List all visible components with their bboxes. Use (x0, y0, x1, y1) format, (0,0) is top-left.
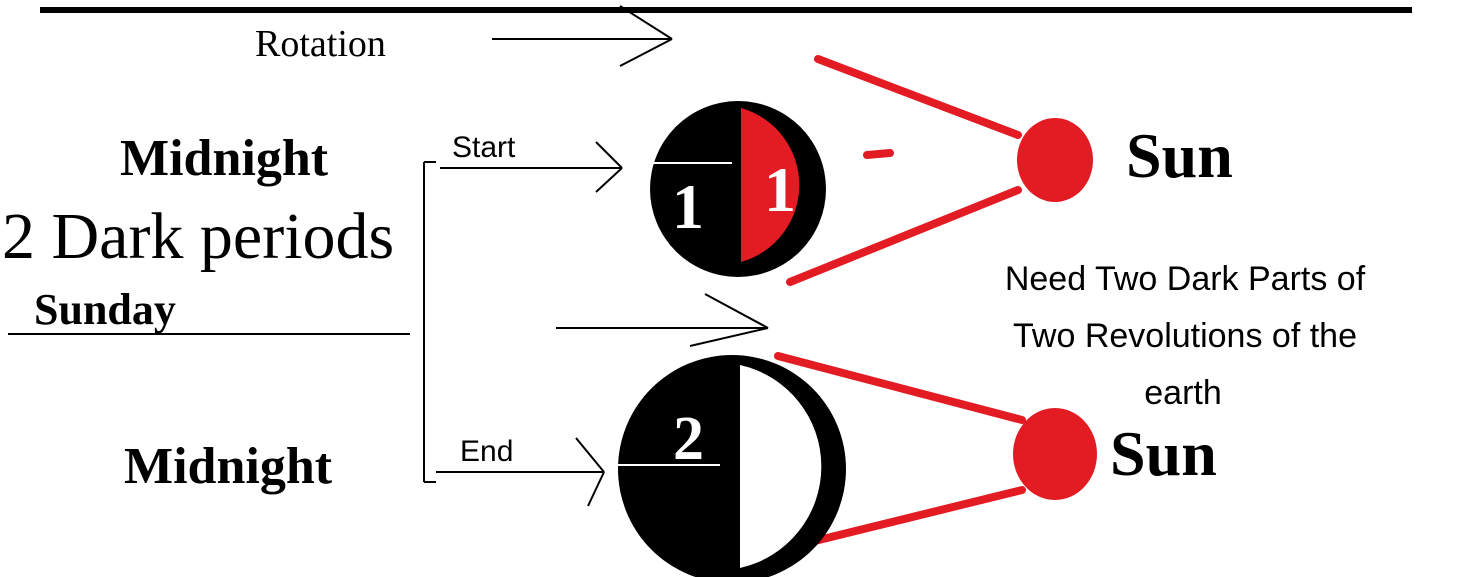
earth-bottom-dark-number: 2 (673, 405, 704, 473)
earth-top-lit-half (741, 108, 800, 262)
sun-top (1017, 118, 1093, 202)
note-line-3: earth (1144, 374, 1222, 412)
note-line-1: Need Two Dark Parts of (1005, 260, 1366, 298)
dark-periods-label: 2 Dark periods (2, 200, 394, 273)
earth-bottom-lit-half (740, 365, 822, 568)
earth-bottom (618, 355, 846, 577)
end-label: End (460, 435, 513, 468)
sun-bottom (1013, 408, 1097, 500)
midnight-top-label: Midnight (120, 130, 329, 187)
rotation-arrow (492, 5, 673, 67)
sun-bottom-label: Sun (1110, 418, 1217, 489)
sunday-label: Sunday (34, 285, 176, 334)
rotation-label: Rotation (255, 23, 386, 65)
earth-top-dark-number: 1 (672, 171, 704, 242)
midnight-bottom-label: Midnight (124, 438, 333, 495)
end-arrow (436, 437, 605, 507)
middle-arrow (556, 293, 769, 347)
earth-top (650, 101, 826, 277)
earth-top-light-number: 1 (764, 154, 796, 225)
start-label: Start (452, 131, 516, 164)
start-arrow (440, 141, 623, 193)
sun-rays-top (786, 55, 1022, 286)
note-line-2: Two Revolutions of the (1013, 317, 1357, 355)
timeline-bracket (423, 161, 436, 483)
sun-top-label: Sun (1126, 120, 1233, 191)
